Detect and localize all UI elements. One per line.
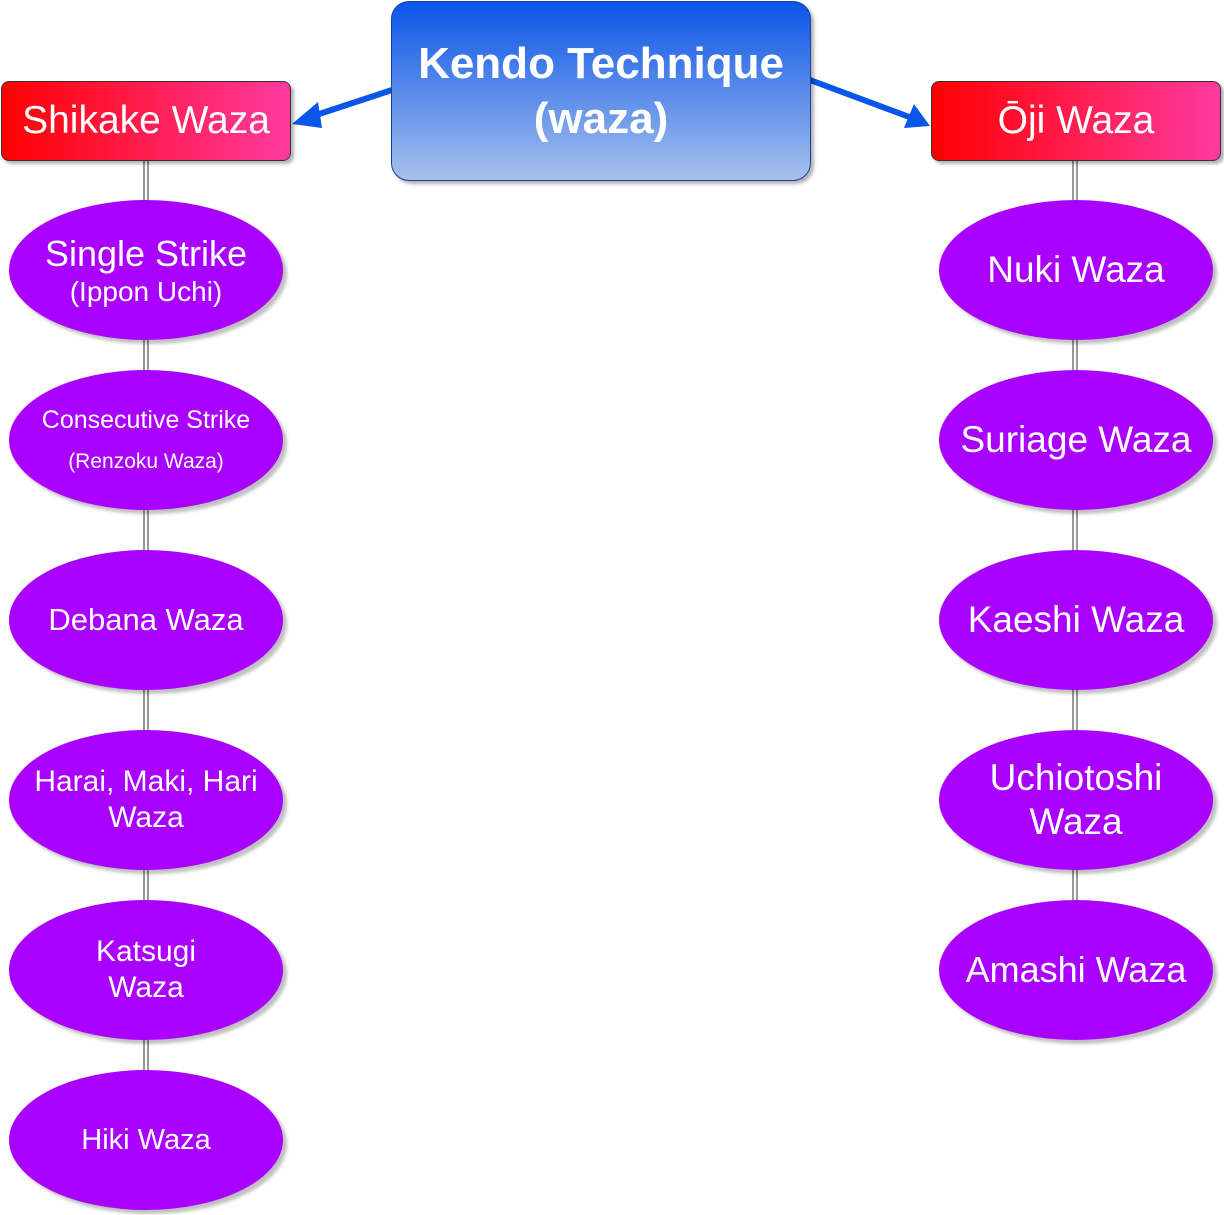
- technique-consecutive-strike: Consecutive Strike(Renzoku Waza): [9, 370, 283, 510]
- technique-single-strike: Single Strike(Ippon Uchi): [9, 200, 283, 340]
- root-node: Kendo Technique(waza): [391, 1, 811, 181]
- arrow-right: [808, 77, 930, 128]
- category-shikake-waza: Shikake Waza: [1, 81, 291, 161]
- technique-hiki-waza: Hiki Waza: [9, 1070, 283, 1210]
- technique-amashi-waza: Amashi Waza: [939, 900, 1213, 1040]
- technique-nuki-waza: Nuki Waza: [939, 200, 1213, 340]
- arrow-left: [292, 87, 393, 128]
- technique-debana-waza: Debana Waza: [9, 550, 283, 690]
- technique-kaeshi-waza: Kaeshi Waza: [939, 550, 1213, 690]
- category-oji-waza: Ōji Waza: [931, 81, 1221, 161]
- technique-suriage-waza: Suriage Waza: [939, 370, 1213, 510]
